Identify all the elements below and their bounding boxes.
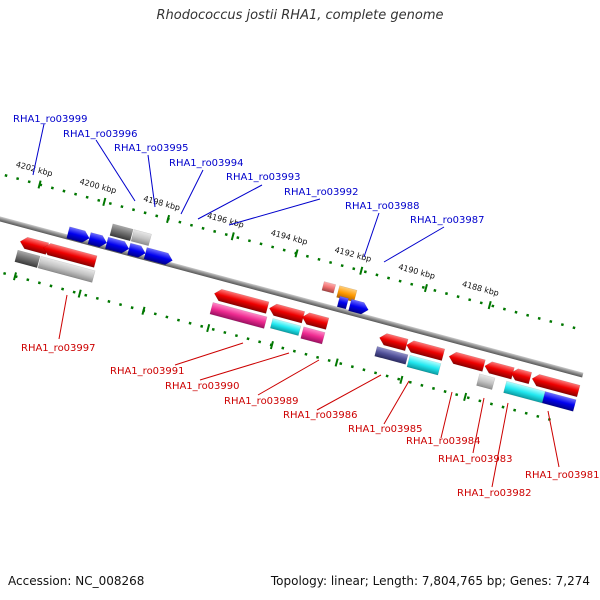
gene-label: RHA1_ro03983: [438, 454, 513, 465]
accession-label: Accession: NC_008268: [8, 574, 145, 588]
gene-arrow-reverse: [214, 288, 270, 314]
gene-label: RHA1_ro03992: [284, 187, 359, 198]
gene-arrow-reverse: [448, 351, 486, 372]
reverse-genes-row1: [19, 236, 581, 398]
gene-arrow-forward: [336, 295, 349, 310]
gene-arrow-reverse: [301, 312, 330, 330]
scale-label: 4190 kbp: [397, 262, 436, 280]
gene-arrow-reverse: [19, 236, 50, 255]
gene-label: RHA1_ro03985: [348, 424, 423, 435]
scale-label: 4194 kbp: [270, 228, 309, 246]
gene-arrow-forward: [348, 298, 369, 315]
gene-label: RHA1_ro03997: [21, 343, 96, 354]
scale-ticks-bottom: [12, 272, 468, 402]
scale-label: 4200 kbp: [79, 177, 118, 195]
gene-arrow-forward: [109, 223, 134, 242]
gene-arrow-forward: [66, 226, 90, 243]
scale-ticks-top: [37, 180, 492, 310]
leader-lines-top: [32, 123, 445, 263]
gene-arrow-reverse: [374, 346, 409, 365]
gene-labels-bottom: RHA1_ro03997 RHA1_ro03991 RHA1_ro03990 R…: [21, 343, 600, 499]
gene-arrow-reverse: [476, 373, 496, 390]
leader-lines-bottom: [58, 294, 560, 488]
forward-genes-row1: [109, 223, 358, 303]
gene-label: RHA1_ro03995: [114, 143, 189, 154]
gene-labels-top: RHA1_ro03999 RHA1_ro03996 RHA1_ro03995 R…: [13, 114, 485, 226]
genome-stats-label: Topology: linear; Length: 7,804,765 bp; …: [270, 574, 590, 588]
gene-arrow-forward: [130, 229, 152, 247]
gene-label: RHA1_ro03989: [224, 396, 299, 407]
gene-arrow-reverse: [300, 326, 326, 345]
gene-arrow-forward: [127, 242, 146, 258]
gene-arrow-reverse: [379, 333, 409, 352]
gene-label: RHA1_ro03990: [165, 381, 240, 392]
gene-label: RHA1_ro03987: [410, 215, 485, 226]
map-title: Rhodococcus jostii RHA1, complete genome: [156, 8, 444, 23]
gene-label: RHA1_ro03999: [13, 114, 88, 125]
gene-label: RHA1_ro03994: [169, 158, 244, 169]
gene-label: RHA1_ro03986: [283, 410, 358, 421]
gene-arrow-reverse: [37, 256, 96, 283]
gene-label: RHA1_ro03981: [525, 470, 600, 481]
gene-arrow-reverse: [406, 354, 442, 376]
forward-genes-row2: [66, 226, 369, 315]
scale-label: 4196 kbp: [206, 211, 245, 229]
gene-arrow-reverse: [14, 249, 41, 268]
scale-line-top: [0, 158, 585, 332]
gene-label: RHA1_ro03984: [406, 436, 481, 447]
scale-label: 4188 kbp: [461, 279, 500, 297]
gene-label: RHA1_ro03996: [63, 129, 138, 140]
gene-label: RHA1_ro03993: [226, 172, 301, 183]
reverse-genes-row2: [14, 249, 577, 412]
gene-label: RHA1_ro03982: [457, 488, 532, 499]
gene-arrow-reverse: [269, 303, 306, 324]
gene-arrow-forward: [87, 232, 108, 248]
gene-arrow-reverse: [531, 374, 581, 398]
gene-arrow-reverse: [510, 368, 533, 385]
scale-label: 4198 kbp: [142, 194, 181, 212]
gene-arrow-reverse: [209, 302, 268, 329]
gene-arrow-reverse: [43, 243, 98, 268]
gene-arrow-reverse: [406, 340, 446, 361]
gene-arrow-forward: [104, 236, 130, 254]
gene-label: RHA1_ro03988: [345, 201, 420, 212]
gene-arrow-forward: [321, 281, 337, 294]
gene-arrow-forward: [143, 247, 173, 266]
gene-label: RHA1_ro03991: [110, 366, 185, 377]
scale-line-bottom: [0, 250, 561, 424]
gene-arrow-reverse: [484, 361, 515, 380]
gene-arrow-reverse: [269, 318, 302, 336]
gene-arrow-reverse: [541, 391, 577, 412]
